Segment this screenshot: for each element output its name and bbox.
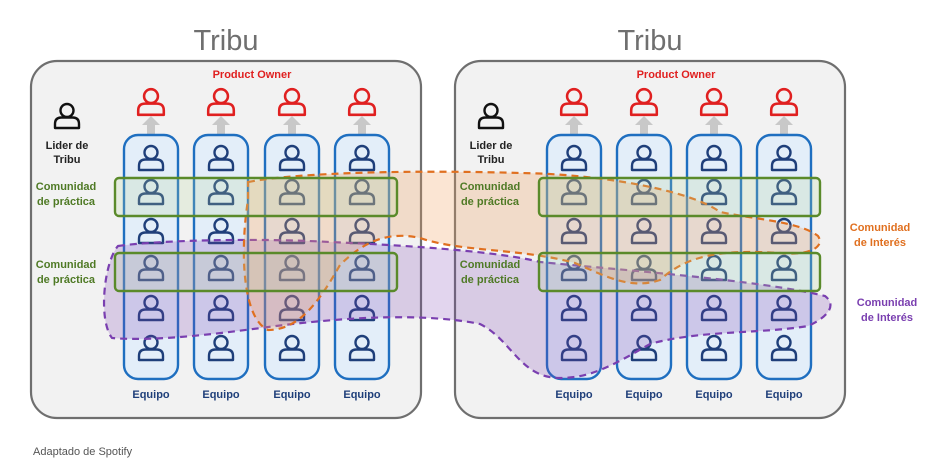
team-column: Equipo (545, 87, 603, 401)
interest-community-label-orange: de Interés (854, 237, 906, 249)
tribe-leader-label: Tribu (478, 154, 505, 166)
team-label: Equipo (695, 389, 733, 401)
community-of-practice-label: de práctica (461, 196, 520, 208)
chapter-band (537, 251, 822, 293)
up-arrow-icon (635, 116, 653, 136)
chapter-band (113, 176, 399, 218)
community-of-practice-label: Comunidad (460, 181, 521, 193)
community-of-practice-label: Comunidad (36, 181, 97, 193)
tribe-title: Tribu (618, 25, 683, 57)
community-of-practice-label: Comunidad (460, 259, 521, 271)
team-label: Equipo (273, 389, 311, 401)
footer-credit: Adaptado de Spotify (33, 446, 133, 458)
team-column: Equipo (615, 87, 673, 401)
up-arrow-icon (565, 116, 583, 136)
interest-community-label-purple: de Interés (861, 312, 913, 324)
product-owner-label: Product Owner (213, 69, 293, 81)
up-arrow-icon (283, 116, 301, 136)
chapter-band (537, 176, 822, 218)
interest-community-orange (242, 170, 821, 332)
team-label: Equipo (765, 389, 803, 401)
interest-community-label-purple: Comunidad (857, 297, 918, 309)
community-of-practice-label: Comunidad (36, 259, 97, 271)
community-of-practice-label: de práctica (461, 274, 520, 286)
chapter-band (113, 251, 399, 293)
product-owner-label: Product Owner (637, 69, 717, 81)
community-of-practice-label: de práctica (37, 196, 96, 208)
team-label: Equipo (625, 389, 663, 401)
team-column: Equipo (263, 87, 321, 401)
interest-community-label-orange: Comunidad (850, 222, 911, 234)
interest-community-purple (102, 238, 832, 380)
tribe-diagram: Tribu Tribu Product Owner Product Owner … (29, 25, 918, 420)
up-arrow-icon (353, 116, 371, 136)
team-label: Equipo (132, 389, 170, 401)
teams-layer: Equipo Equipo Equipo Equipo Equipo Equipo Equi… (122, 87, 813, 401)
team-column: Equipo (122, 87, 180, 401)
chapters-layer (113, 176, 822, 293)
tribe-leader-label: Lider de (46, 140, 89, 152)
tribe-leader-label: Tribu (54, 154, 81, 166)
team-label: Equipo (555, 389, 593, 401)
community-of-practice-label: de práctica (37, 274, 96, 286)
team-label: Equipo (343, 389, 381, 401)
up-arrow-icon (775, 116, 793, 136)
up-arrow-icon (212, 116, 230, 136)
tribe-title: Tribu (194, 25, 259, 57)
team-column: Equipo (192, 87, 250, 401)
team-column: Equipo (755, 87, 813, 401)
up-arrow-icon (142, 116, 160, 136)
team-column: Equipo (685, 87, 743, 401)
tribe-leader-label: Lider de (470, 140, 513, 152)
team-label: Equipo (202, 389, 240, 401)
up-arrow-icon (705, 116, 723, 136)
